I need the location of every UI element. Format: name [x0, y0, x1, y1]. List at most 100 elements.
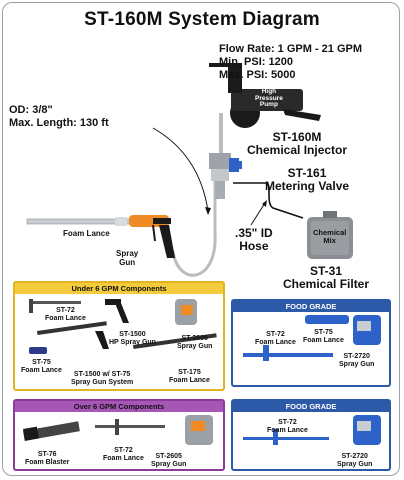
under-6-gpm-header: Under 6 GPM Components — [15, 283, 223, 294]
over6-st2605-gun-graphic — [185, 415, 213, 445]
food-grade-1-tools — [243, 315, 381, 361]
under6-st175-line1: ST-175 — [178, 369, 201, 376]
under6-st2605-line2: Spray Gun — [177, 342, 213, 350]
st75-lance-graphic — [29, 347, 47, 354]
st2605-gun-graphic — [175, 299, 197, 325]
diagram-frame: ST-160M System Diagram — [2, 2, 400, 476]
spray-gun-line2: Gun — [119, 258, 136, 267]
od-label: OD: 3/8" — [9, 104, 53, 116]
food1-st72-lance-graphic — [243, 345, 333, 361]
under6-st1500w-line2: Spray Gun System — [71, 378, 134, 386]
over6-st76-line2: Foam Blaster — [25, 458, 70, 466]
over6-st76-blaster-graphic — [23, 421, 80, 441]
id-hose-arrow — [250, 202, 266, 226]
food2-st2720-gun-graphic — [353, 415, 381, 445]
injector-model: ST-160M — [272, 130, 322, 144]
chemical-mix-line2: Mix — [323, 236, 336, 245]
st72-lance-graphic — [29, 299, 81, 313]
over-6-gpm-header: Over 6 GPM Components — [15, 401, 223, 412]
od-arrow — [152, 127, 209, 212]
st1500-gun-graphic — [105, 299, 129, 323]
spray-gun-line1: Spray — [116, 249, 139, 258]
food2-st72-line2: Foam Lance — [267, 426, 308, 434]
food2-st2720-line1: ST-2720 — [341, 453, 368, 460]
chemical-hose — [233, 182, 304, 219]
food1-st72-line1: ST-72 — [266, 331, 285, 338]
under-6-gpm-tools — [29, 299, 217, 354]
system-schematic — [26, 63, 353, 277]
id-hose-label: .35" ID Hose — [235, 227, 273, 253]
over6-st72-line2: Foam Lance — [103, 454, 144, 462]
food1-st75-line2: Foam Lance — [303, 336, 344, 344]
filter-model: ST-31 — [310, 264, 343, 278]
id-hose-line2: Hose — [239, 239, 269, 253]
main-foam-lance-graphic — [26, 217, 132, 226]
chemical-mix-label: Chemical Mix — [313, 229, 346, 245]
food-grade-2-header: FOOD GRADE — [233, 401, 389, 412]
under6-st1500-line2: HP Spray Gun — [109, 338, 156, 346]
food1-st2720-line2: Spray Gun — [339, 360, 375, 368]
food1-st75-lance-graphic — [305, 315, 349, 324]
food1-st2720-gun-graphic — [353, 315, 381, 345]
under6-st75-line2: Foam Lance — [21, 366, 62, 374]
od-arrowhead — [205, 207, 211, 215]
over-6-gpm-tools — [23, 415, 213, 445]
valve-label: ST-161 Metering Valve — [265, 167, 349, 193]
food2-st72-lance-graphic — [243, 429, 329, 445]
pump-label: High Pressure Pump — [255, 88, 283, 109]
pump-label-line2: Pressure — [255, 94, 283, 102]
foam-lance-label: Foam Lance — [63, 229, 110, 238]
filter-name: Chemical Filter — [283, 277, 370, 291]
over6-st2605-line1: ST-2605 — [155, 453, 182, 460]
food-grade-2-tools — [243, 415, 381, 445]
injector-graphic — [209, 153, 242, 199]
injector-label: ST-160M Chemical Injector — [247, 131, 347, 157]
pump-label-line1: High — [261, 88, 277, 95]
under6-st72-line1: ST-72 — [56, 307, 75, 314]
over6-st72-lance-graphic — [95, 419, 165, 435]
max-psi-label: Max. PSI: 5000 — [219, 69, 296, 81]
under6-st1500-line1: ST-1500 — [119, 331, 146, 338]
food-grade-1-header: FOOD GRADE — [233, 301, 389, 312]
over6-st72-line1: ST-72 — [114, 447, 133, 454]
chemical-tank-graphic — [307, 211, 353, 259]
food2-st72-line1: ST-72 — [278, 419, 297, 426]
food1-st72-line2: Foam Lance — [255, 338, 296, 346]
max-length-label: Max. Length: 130 ft — [9, 117, 109, 129]
page-title: ST-160M System Diagram — [84, 9, 320, 30]
food1-st75-line1: ST-75 — [314, 329, 333, 336]
main-spray-gun-graphic — [129, 215, 175, 258]
over6-st2605-line2: Spray Gun — [151, 460, 187, 468]
under6-st175-line2: Foam Lance — [169, 376, 210, 384]
id-hose-line1: .35" ID — [235, 226, 273, 240]
hose-line — [171, 168, 217, 277]
valve-model: ST-161 — [287, 166, 327, 180]
over6-st76-line1: ST-76 — [37, 451, 57, 458]
st175-lance-graphic — [133, 333, 217, 349]
id-hose-arrowhead — [262, 200, 267, 207]
under6-st1500w-line1: ST-1500 w/ ST-75 — [73, 371, 131, 378]
chemical-mix-line1: Chemical — [313, 228, 347, 237]
filter-label: ST-31 Chemical Filter — [283, 265, 369, 291]
pressure-pump-graphic — [209, 63, 321, 128]
flow-rate-label: Flow Rate: 1 GPM - 21 GPM — [219, 43, 363, 55]
valve-name: Metering Valve — [265, 179, 350, 193]
min-psi-label: Min. PSI: 1200 — [219, 56, 293, 68]
spray-gun-label: Spray Gun — [116, 249, 138, 267]
